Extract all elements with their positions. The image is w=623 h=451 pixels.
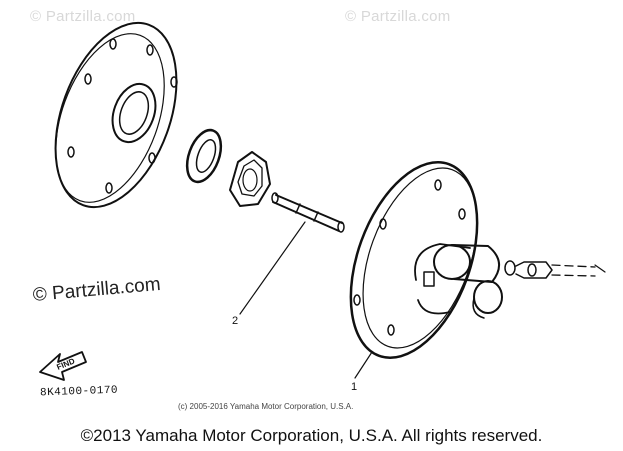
watermark-top-left: © Partzilla.com [30, 8, 136, 25]
small-copyright: (c) 2005-2016 Yamaha Motor Corporation, … [178, 402, 354, 411]
washer [185, 128, 223, 184]
left-flange-plate [54, 21, 178, 209]
callout-part-1: 1 [351, 381, 358, 393]
cable-end-fitting [515, 261, 606, 279]
footer-copyright: ©2013 Yamaha Motor Corporation, U.S.A. A… [80, 426, 543, 445]
callout-part-2: 2 [232, 315, 239, 327]
nut [229, 151, 271, 207]
watermark-top-right: © Partzilla.com [345, 8, 451, 25]
flange-shaft-part-1 [349, 161, 516, 379]
pin-part-2 [239, 192, 345, 315]
find-arrow [39, 351, 87, 381]
